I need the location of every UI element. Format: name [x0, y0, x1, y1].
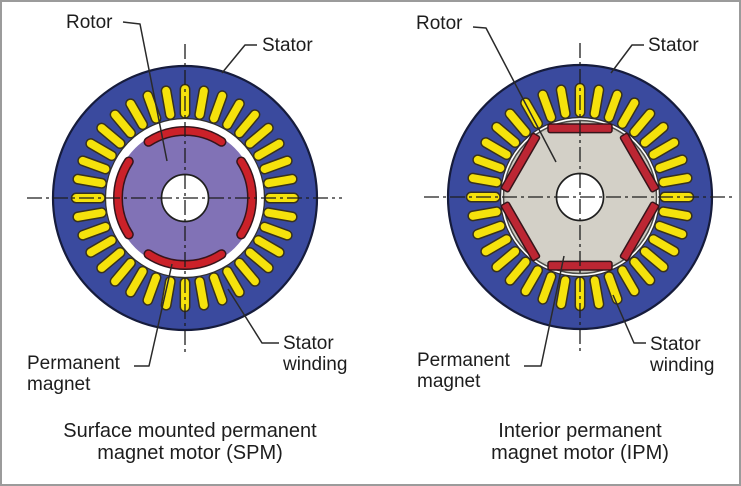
- label-stator-winding-ipm: Stator winding: [650, 334, 715, 376]
- leader-permanent-magnet-spm: [134, 263, 173, 367]
- label-permanent-magnet-ipm: Permanent magnet: [417, 350, 510, 392]
- leader-stator-spm: [221, 44, 257, 74]
- leader-stator-winding-ipm: [612, 294, 646, 344]
- label-rotor-spm: Rotor: [66, 12, 113, 33]
- interior-magnet-bar: [619, 132, 660, 193]
- label-stator-spm: Stator: [262, 35, 313, 56]
- label-permanent-magnet-spm: Permanent magnet: [27, 353, 120, 395]
- caption-ipm: Interior permanent magnet motor (IPM): [491, 420, 669, 464]
- leader-permanent-magnet-ipm: [524, 255, 565, 367]
- interior-magnet-bar: [500, 132, 541, 193]
- leader-rotor-ipm: [472, 26, 557, 163]
- label-rotor-ipm: Rotor: [416, 13, 463, 34]
- leader-stator-winding-spm: [227, 288, 279, 344]
- interior-magnet-bar: [619, 201, 660, 262]
- interior-magnet-bar: [500, 201, 541, 262]
- caption-spm: Surface mounted permanent magnet motor (…: [63, 420, 317, 464]
- label-stator-ipm: Stator: [648, 35, 699, 56]
- leader-stator-ipm: [610, 44, 644, 74]
- label-stator-winding-spm: Stator winding: [283, 333, 348, 375]
- leader-rotor-spm: [122, 21, 168, 162]
- surface-magnet: [237, 158, 256, 238]
